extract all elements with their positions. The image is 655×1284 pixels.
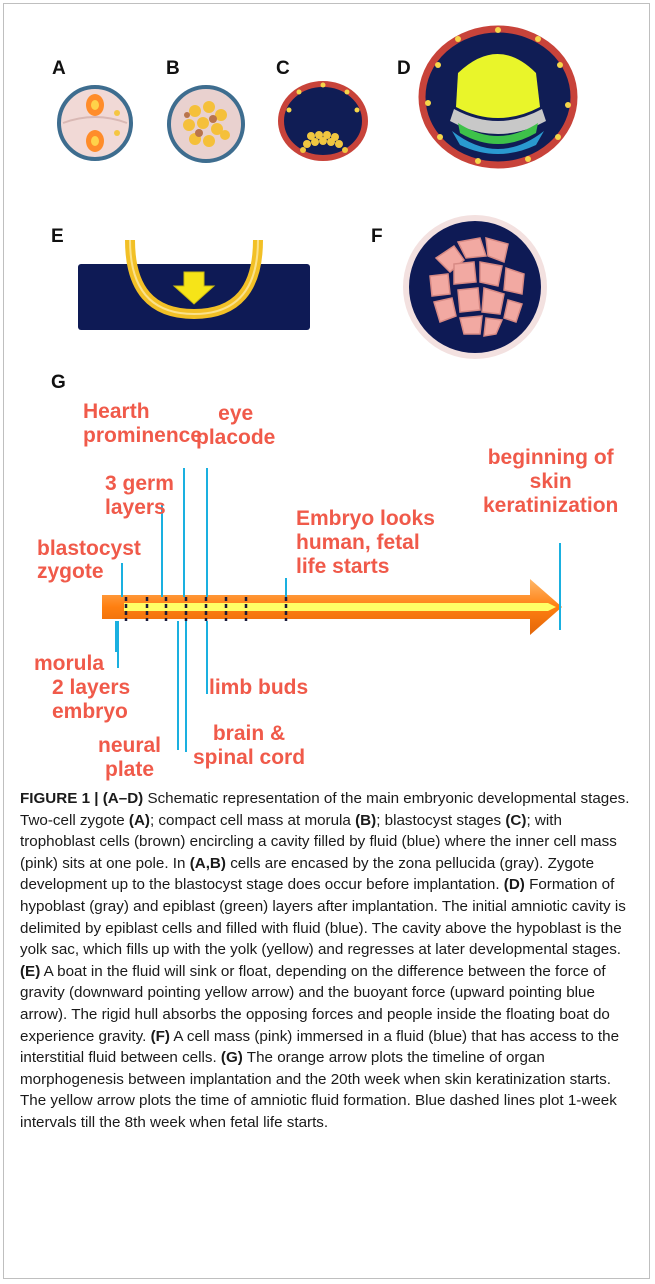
- caption-panel-ref: (A–D): [103, 790, 144, 807]
- figure-caption: FIGURE 1 | (A–D) Schematic representatio…: [20, 788, 640, 1134]
- label-limb-buds: limb buds: [209, 676, 308, 700]
- label-brain-spinal-cord: brain &spinal cord: [193, 722, 305, 770]
- caption-panel-ref: (E): [20, 963, 40, 980]
- caption-panel-ref: (D): [504, 876, 525, 893]
- caption-panel-ref: (A,B): [190, 855, 226, 872]
- caption-label: FIGURE 1 |: [20, 790, 103, 807]
- label-blastocyst: blastocyst: [37, 537, 141, 561]
- caption-panel-ref: (A): [129, 812, 150, 829]
- caption-panel-ref: (B): [355, 812, 376, 829]
- caption-panel-ref: (F): [151, 1028, 170, 1045]
- caption-panel-ref: (C): [505, 812, 526, 829]
- caption-panel-ref: (G): [221, 1049, 243, 1066]
- label-zygote: zygote: [37, 560, 104, 584]
- label-morula: morula: [34, 652, 104, 676]
- caption-body: (A–D) Schematic representation of the ma…: [20, 790, 630, 1131]
